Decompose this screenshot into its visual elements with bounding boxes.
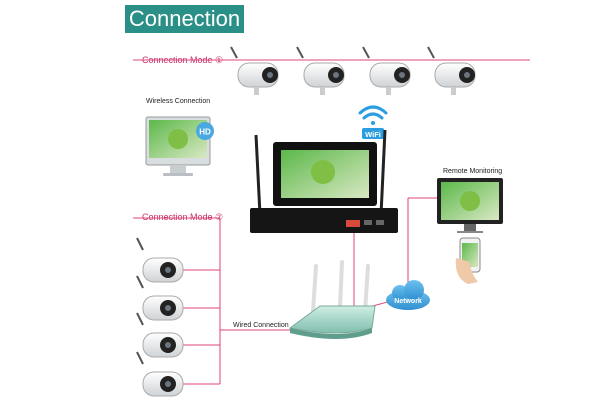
- camera-icon-left-1: [136, 237, 184, 283]
- connection-mode-2-label: Connection Mode ②: [142, 212, 224, 222]
- camera-icon-top-4: [427, 46, 476, 95]
- wifi-badge-text: WiFi: [365, 130, 381, 139]
- hd-badge-text: HD: [199, 128, 211, 137]
- router-icon: [288, 260, 376, 339]
- network-cloud-icon: Network: [386, 280, 430, 310]
- wired-connection-label: Wired Connection: [233, 322, 289, 329]
- camera-icon-left-3: [136, 312, 184, 358]
- wifi-badge: [362, 128, 384, 139]
- network-label: Network: [394, 298, 422, 305]
- camera-icon-top-2: [296, 46, 345, 95]
- camera-icon-top-1: [230, 46, 279, 95]
- wireless-connection-label: Wireless Connection: [146, 98, 211, 105]
- smartphone-icon: [455, 237, 481, 284]
- camera-icon-left-4: [136, 351, 184, 397]
- camera-icon-top-3: [362, 46, 411, 95]
- hd-badge: HD: [196, 122, 214, 140]
- page-title: Connection: [125, 5, 244, 33]
- remote-monitoring-label: Remote Monitoring: [443, 168, 503, 175]
- wifi-icon: [358, 105, 388, 125]
- camera-icon-left-2: [136, 275, 184, 321]
- nvr-kit-icon: [250, 129, 398, 233]
- monitor-icon-remote: [437, 178, 503, 233]
